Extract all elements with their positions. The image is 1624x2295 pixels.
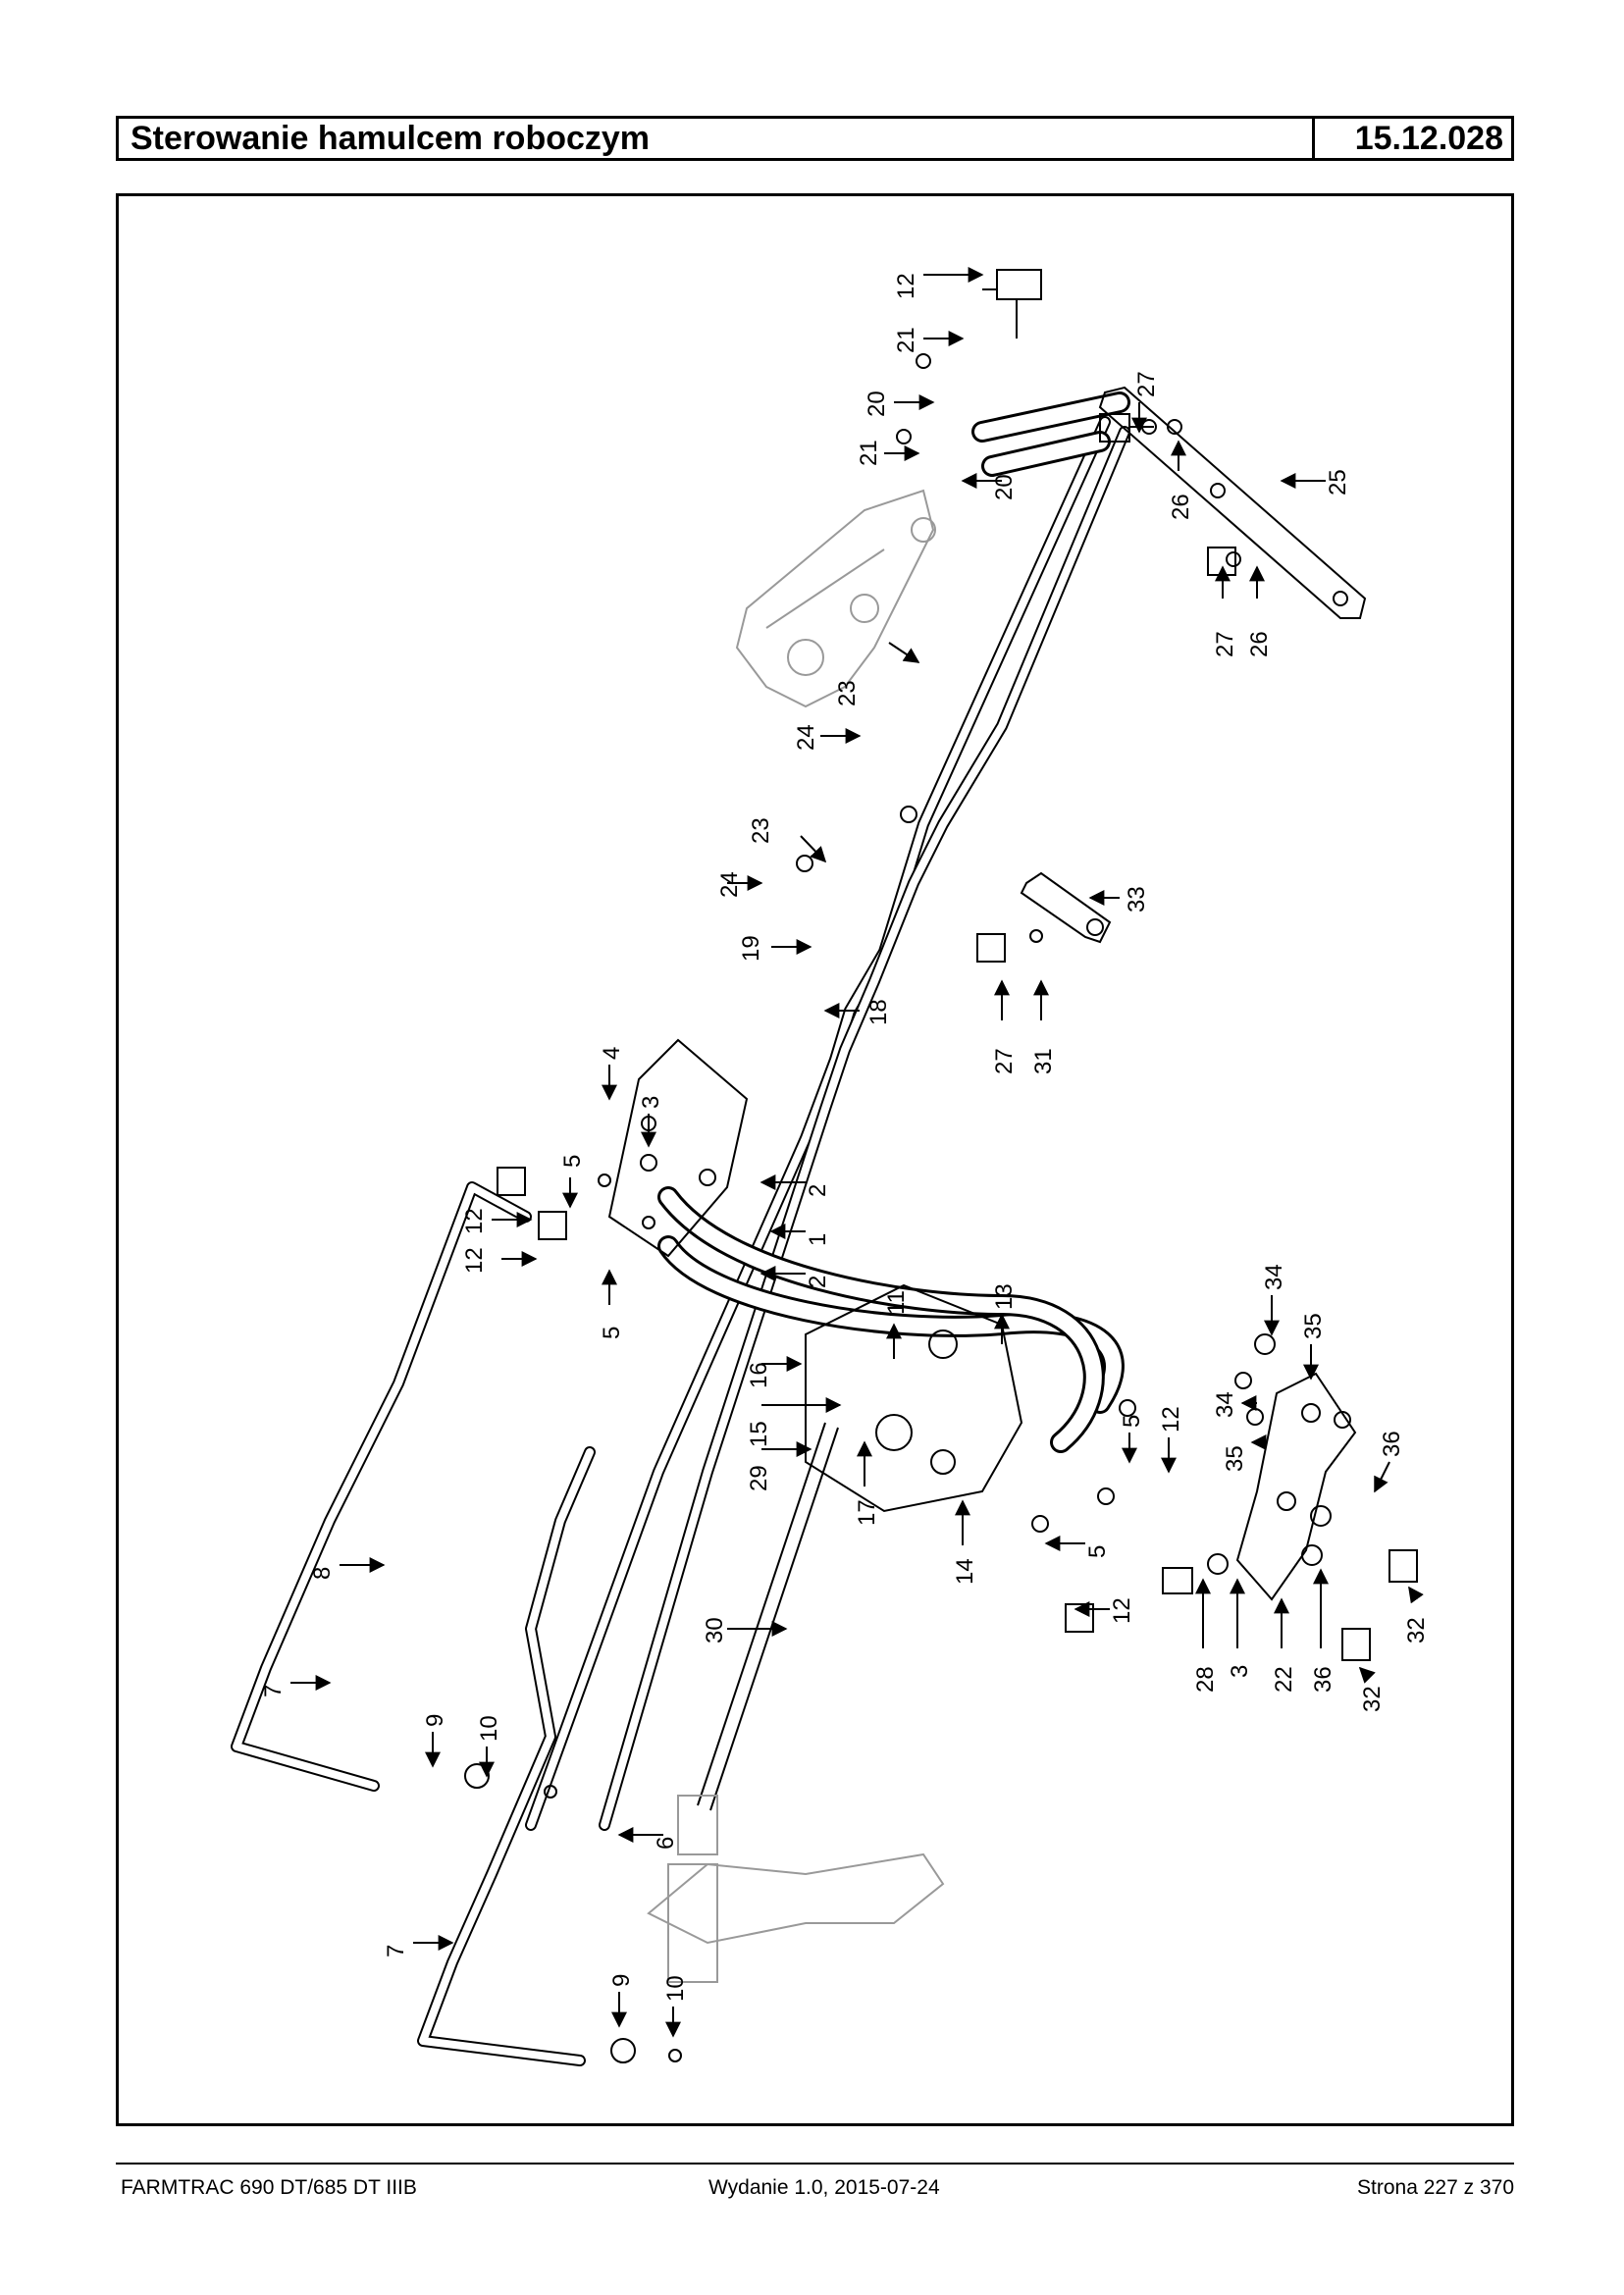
callout-4: 4	[599, 1047, 625, 1060]
callout-11: 11	[883, 1290, 910, 1315]
callout-27-a: 27	[1133, 371, 1160, 397]
callout-34-a: 34	[1261, 1264, 1287, 1290]
callout-8: 8	[309, 1567, 336, 1580]
callout-2-a: 2	[805, 1184, 831, 1197]
callout-23-b: 23	[748, 817, 774, 844]
callout-18: 18	[865, 999, 892, 1025]
callout-22: 22	[1271, 1666, 1297, 1693]
callout-31: 31	[1030, 1048, 1057, 1074]
callout-12-d: 12	[1158, 1406, 1184, 1433]
page-header: Sterowanie hamulcem roboczym 15.12.028	[116, 116, 1514, 161]
callout-12-a: 12	[893, 273, 919, 299]
master-cylinder	[805, 1283, 1023, 1513]
callout-36-b: 36	[1310, 1666, 1336, 1693]
callout-12-c: 12	[461, 1247, 488, 1274]
callout-28: 28	[1192, 1666, 1219, 1693]
callout-27-b: 27	[1212, 631, 1238, 657]
callout-10-a: 10	[476, 1715, 502, 1742]
callout-7-a: 7	[260, 1685, 287, 1697]
callout-24-a: 24	[793, 724, 819, 751]
callout-15: 15	[746, 1421, 772, 1447]
callout-2-b: 2	[805, 1276, 831, 1288]
callout-14: 14	[952, 1558, 978, 1585]
callout-20-b: 20	[991, 474, 1018, 500]
callout-12-b: 12	[461, 1208, 488, 1234]
callout-9-b: 9	[608, 1974, 635, 1987]
callout-32-b: 32	[1359, 1686, 1386, 1712]
section-code: 15.12.028	[1354, 120, 1503, 157]
callout-32-a: 32	[1403, 1617, 1430, 1643]
callout-6: 6	[653, 1837, 679, 1850]
callout-26-b: 26	[1246, 631, 1273, 657]
brake-line-6	[417, 1446, 596, 2066]
callout-21-a: 21	[893, 327, 919, 353]
callout-12-e: 12	[1109, 1597, 1135, 1624]
callout-3-b: 3	[1227, 1665, 1253, 1678]
callout-17: 17	[854, 1499, 880, 1526]
diagram-frame: 12 21 20 21 20 27 26 25 27 26 23 24 23	[116, 193, 1514, 2126]
plate-25	[1098, 386, 1367, 619]
callout-30: 30	[702, 1617, 728, 1643]
callout-1: 1	[805, 1233, 831, 1246]
footer-page: Strona 227 z 370	[1357, 2176, 1514, 2199]
page-title: Sterowanie hamulcem roboczym	[119, 119, 1315, 158]
callout-5-a: 5	[559, 1155, 586, 1168]
footer-edition: Wydanie 1.0, 2015-07-24	[708, 2176, 940, 2199]
callout-16: 16	[746, 1362, 772, 1388]
callout-5-c: 5	[1119, 1415, 1145, 1428]
hoses	[657, 391, 1130, 1453]
tube-upper	[525, 416, 1130, 1831]
parts-diagram: 12 21 20 21 20 27 26 25 27 26 23 24 23	[231, 267, 1430, 2066]
callout-19: 19	[738, 935, 764, 962]
callout-5-d: 5	[1084, 1545, 1111, 1558]
callout-36-a: 36	[1379, 1431, 1405, 1457]
footer-model: FARMTRAC 690 DT/685 DT IIIB	[121, 2176, 417, 2199]
bracket-33	[1020, 871, 1112, 944]
callout-20-a: 20	[864, 391, 890, 417]
bracket-1	[607, 1038, 749, 1258]
bolts	[464, 269, 1418, 2063]
callout-29: 29	[746, 1465, 772, 1491]
brake-valve-ghost	[735, 489, 936, 708]
callout-24-b: 24	[716, 871, 743, 898]
callout-34-b: 34	[1212, 1391, 1238, 1418]
callout-25: 25	[1325, 469, 1351, 496]
callout-27-c: 27	[991, 1048, 1018, 1074]
callout-23-a: 23	[834, 680, 861, 706]
callout-33: 33	[1124, 886, 1150, 913]
callout-35-a: 35	[1300, 1313, 1327, 1339]
brake-line-8	[231, 1181, 532, 1792]
footer-rule	[116, 2163, 1514, 2165]
callout-26-a: 26	[1168, 494, 1194, 520]
bracket-22	[1235, 1372, 1357, 1601]
callout-9-a: 9	[422, 1714, 448, 1727]
callout-10-b: 10	[662, 1975, 689, 2002]
callout-21-b: 21	[856, 440, 882, 466]
callout-3-a: 3	[638, 1096, 664, 1109]
callout-35-b: 35	[1222, 1445, 1248, 1472]
callout-5-b: 5	[599, 1327, 625, 1339]
callout-13: 13	[991, 1283, 1018, 1310]
callouts: 12 21 20 21 20 27 26 25 27 26 23 24 23	[260, 267, 1430, 2038]
pedal-rod	[647, 1422, 945, 1983]
callout-7-b: 7	[383, 1945, 409, 1957]
